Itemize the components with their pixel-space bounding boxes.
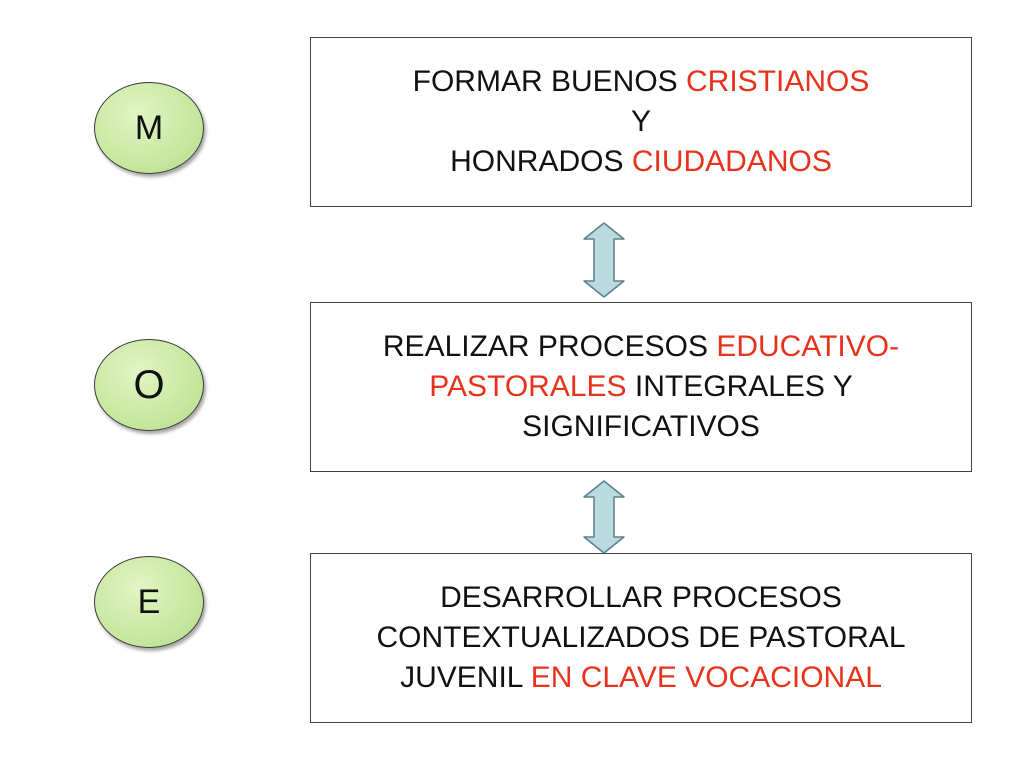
box-formar-highlight: CIUDADANOS — [631, 145, 832, 178]
double-arrow-icon — [583, 222, 625, 298]
box-formar-line-2: Y — [630, 105, 651, 138]
circle-e: E — [94, 556, 204, 648]
circle-m-label: M — [134, 108, 164, 147]
box-desarrollar-highlight: EN CLAVE VOCACIONAL — [530, 661, 882, 694]
box-realizar-line-3: SIGNIFICATIVOS — [522, 410, 760, 443]
circle-e-label: E — [137, 582, 161, 621]
box-realizar-line-2: PASTORALES INTEGRALES Y — [429, 367, 853, 407]
box-realizar-text: INTEGRALES Y — [626, 370, 853, 403]
circle-o-label: O — [133, 362, 165, 407]
box-formar-highlight: CRISTIANOS — [686, 65, 870, 98]
box-realizar-highlight: EDUCATIVO- — [716, 330, 900, 363]
double-arrow-icon — [583, 480, 625, 554]
box-realizar-highlight: PASTORALES — [429, 370, 627, 403]
box-formar-text: FORMAR BUENOS — [412, 65, 686, 98]
box-formar-text: HONRADOS — [450, 145, 632, 178]
box-desarrollar: DESARROLLAR PROCESOS CONTEXTUALIZADOS DE… — [310, 553, 972, 723]
box-realizar-text: REALIZAR PROCESOS — [382, 330, 717, 363]
box-desarrollar-line-1: DESARROLLAR PROCESOS — [440, 581, 842, 614]
box-desarrollar-line-3: JUVENIL EN CLAVE VOCACIONAL — [400, 658, 882, 698]
box-formar-line-1: FORMAR BUENOS CRISTIANOS — [413, 62, 870, 102]
box-formar-line-3: HONRADOS CIUDADANOS — [450, 142, 832, 182]
circle-m: M — [94, 82, 204, 174]
circle-o: O — [94, 339, 204, 431]
box-realizar-line-1: REALIZAR PROCESOS EDUCATIVO- — [383, 327, 899, 367]
box-formar: FORMAR BUENOS CRISTIANOS Y HONRADOS CIUD… — [310, 37, 972, 207]
box-desarrollar-text: JUVENIL — [400, 661, 531, 694]
box-realizar: REALIZAR PROCESOS EDUCATIVO- PASTORALES … — [310, 302, 972, 472]
box-desarrollar-line-2: CONTEXTUALIZADOS DE PASTORAL — [376, 621, 906, 654]
